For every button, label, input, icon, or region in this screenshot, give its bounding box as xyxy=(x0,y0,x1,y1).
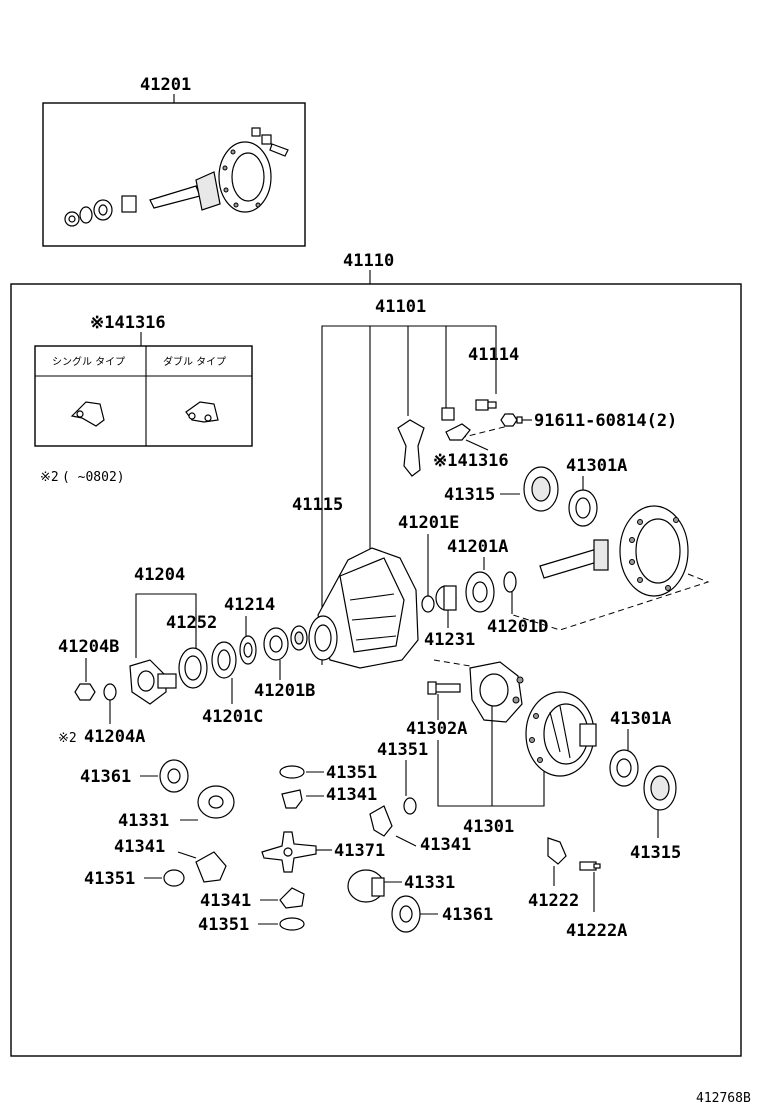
nut-41252-drawing[interactable] xyxy=(178,647,208,689)
part-label-41341-d[interactable]: 41341 xyxy=(200,891,251,911)
part-label-41341-c[interactable]: 41341 xyxy=(420,835,471,855)
slinger-41214-drawing[interactable] xyxy=(239,635,257,665)
shim-41201D-drawing[interactable] xyxy=(503,571,517,593)
washer-41351-b-drawing[interactable] xyxy=(279,765,305,779)
part-label-41351-a[interactable]: 41351 xyxy=(377,740,428,760)
part-label-41110[interactable]: 41110 xyxy=(343,251,394,271)
table-header-single: シングル タイプ xyxy=(52,355,125,368)
part-label-41341-a[interactable]: 41341 xyxy=(326,785,377,805)
washer-41361-b-drawing[interactable] xyxy=(391,895,421,933)
part-label-41201B[interactable]: 41201B xyxy=(254,681,315,701)
carrier-housing-41115-drawing[interactable] xyxy=(308,547,419,669)
side-gear-41331-a-drawing[interactable] xyxy=(197,785,235,819)
variant-table xyxy=(34,345,253,447)
part-label-41252[interactable]: 41252 xyxy=(166,613,217,633)
part-label-41204A[interactable]: 41204A xyxy=(84,727,145,747)
double-type-bracket-drawing xyxy=(185,401,219,423)
washer-41204A-drawing[interactable] xyxy=(103,683,117,701)
part-label-41201E[interactable]: 41201E xyxy=(398,513,459,533)
part-label-41331-b[interactable]: 41331 xyxy=(404,873,455,893)
bolt-41302A-drawing[interactable] xyxy=(427,681,461,695)
part-label-41351-c[interactable]: 41351 xyxy=(84,869,135,889)
ring-gear-pinion-drawing[interactable] xyxy=(539,505,689,597)
part-label-41201C[interactable]: 41201C xyxy=(202,707,263,727)
seal-41315-top-drawing[interactable] xyxy=(523,466,559,512)
part-label-41301[interactable]: 41301 xyxy=(463,817,514,837)
part-label-41315-bottom[interactable]: 41315 xyxy=(630,843,681,863)
part-label-41201D[interactable]: 41201D xyxy=(487,617,548,637)
part-label-41115[interactable]: 41115 xyxy=(292,495,343,515)
shaft-41371-drawing[interactable] xyxy=(261,831,317,873)
part-label-41315-top[interactable]: 41315 xyxy=(444,485,495,505)
washer-41351-a-drawing[interactable] xyxy=(403,797,417,815)
part-label-41301A-bottom[interactable]: 41301A xyxy=(610,709,671,729)
bolt-41222A-drawing[interactable] xyxy=(579,861,601,871)
pinion-41341-b-drawing[interactable] xyxy=(195,851,227,883)
part-label-41351-b[interactable]: 41351 xyxy=(326,763,377,783)
part-label-41341-b[interactable]: 41341 xyxy=(114,837,165,857)
part-label-41371[interactable]: 41371 xyxy=(334,841,385,861)
seal-41315-bottom-drawing[interactable] xyxy=(643,765,677,811)
table-header-double: ダブル タイプ xyxy=(163,355,226,368)
part-label-41222A[interactable]: 41222A xyxy=(566,921,627,941)
note-2-text: ( ~0802) xyxy=(62,470,125,485)
note-label-41316[interactable]: ※141316 xyxy=(90,313,166,333)
part-label-41351-d[interactable]: 41351 xyxy=(198,915,249,935)
collar-41231-drawing[interactable] xyxy=(435,585,457,611)
note-2-mark: ※2 xyxy=(40,470,59,485)
bracket-41316-drawing[interactable] xyxy=(397,419,471,477)
single-type-bracket-drawing xyxy=(70,401,105,427)
part-label-91611[interactable]: 91611-60814(2) xyxy=(534,411,677,431)
seal-41201C-drawing[interactable] xyxy=(211,641,237,679)
part-label-41101[interactable]: 41101 xyxy=(375,297,426,317)
bearing-41201A-drawing[interactable] xyxy=(465,571,495,613)
note-2-mark-b: ※2 xyxy=(58,731,77,746)
ring-pinion-gear-set-drawing[interactable] xyxy=(64,127,289,227)
pinion-41341-d-drawing[interactable] xyxy=(279,887,305,909)
part-label-41204B[interactable]: 41204B xyxy=(58,637,119,657)
spacer-drawing[interactable] xyxy=(290,625,308,651)
side-gear-41331-b-drawing[interactable] xyxy=(347,869,385,903)
bearing-41201B-drawing[interactable] xyxy=(263,627,289,661)
shim-41201E-drawing[interactable] xyxy=(421,595,435,613)
bolt-41114-drawing[interactable] xyxy=(475,399,497,411)
part-label-41204[interactable]: 41204 xyxy=(134,565,185,585)
plug-drawing[interactable] xyxy=(441,407,455,421)
part-label-41361-b[interactable]: 41361 xyxy=(442,905,493,925)
washer-41351-d-drawing[interactable] xyxy=(279,917,305,931)
diagram-code: 412768B xyxy=(696,1091,751,1106)
bolt-91611-drawing[interactable] xyxy=(500,413,523,427)
part-label-41201A[interactable]: 41201A xyxy=(447,537,508,557)
part-label-41231[interactable]: 41231 xyxy=(424,630,475,650)
part-label-41361-a[interactable]: 41361 xyxy=(80,767,131,787)
diff-case-41302A-drawing[interactable] xyxy=(469,661,524,723)
part-label-41114[interactable]: 41114 xyxy=(468,345,519,365)
part-label-41331-a[interactable]: 41331 xyxy=(118,811,169,831)
part-label-41214[interactable]: 41214 xyxy=(224,595,275,615)
part-label-41316[interactable]: ※141316 xyxy=(433,451,509,471)
bearing-41301A-top-drawing[interactable] xyxy=(568,489,598,527)
washer-41351-c-drawing[interactable] xyxy=(163,869,185,887)
bearing-41301A-bottom-drawing[interactable] xyxy=(609,749,639,787)
part-label-41222[interactable]: 41222 xyxy=(528,891,579,911)
bolt-41222-drawing[interactable] xyxy=(547,837,567,865)
assembly-41110-box xyxy=(10,283,742,1057)
part-label-41301A-top[interactable]: 41301A xyxy=(566,456,627,476)
nut-41204B-drawing[interactable] xyxy=(74,683,96,701)
diff-case-41301-drawing[interactable] xyxy=(525,691,597,777)
flange-41204-drawing[interactable] xyxy=(129,659,177,705)
part-label-41302A[interactable]: 41302A xyxy=(406,719,467,739)
part-label-41201[interactable]: 41201 xyxy=(140,75,191,95)
pinion-41341-c-drawing[interactable] xyxy=(369,805,393,837)
pinion-41341-a-drawing[interactable] xyxy=(281,789,303,809)
washer-41361-a-drawing[interactable] xyxy=(159,759,189,793)
